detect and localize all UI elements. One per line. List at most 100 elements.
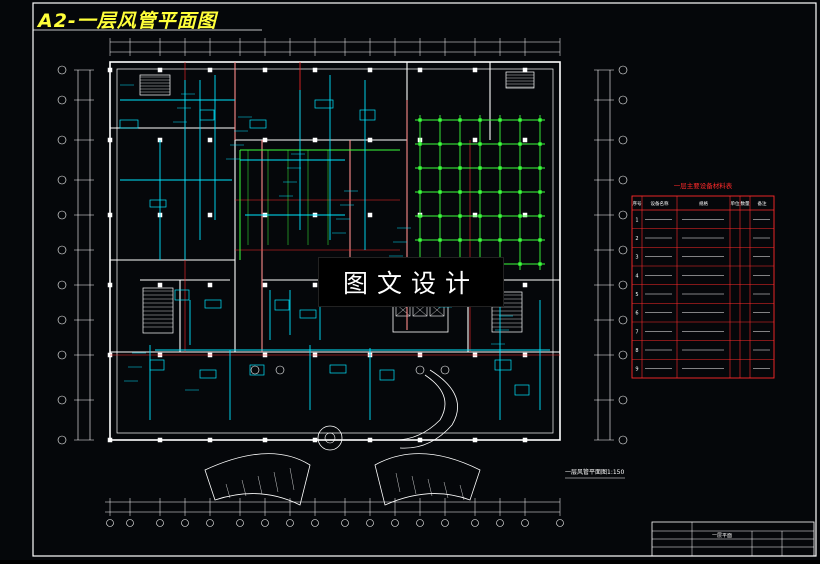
structural-column — [522, 137, 528, 143]
axis-bubble-right — [618, 95, 628, 105]
column-round — [440, 365, 450, 375]
diffuser — [538, 166, 542, 170]
diffuser — [498, 214, 502, 218]
structural-column — [312, 282, 318, 288]
structural-column — [107, 282, 113, 288]
table-row-number: 6 — [635, 311, 638, 317]
canopy-rib — [411, 475, 417, 495]
column-round — [275, 365, 285, 375]
structural-column — [472, 67, 478, 73]
stair-lower-right — [491, 291, 523, 333]
diffuser — [438, 214, 442, 218]
diffuser — [498, 238, 502, 242]
equipment-table-border — [631, 195, 775, 379]
fan-coil-unit — [174, 289, 190, 301]
table-header-cell: 数量 — [741, 200, 750, 207]
axis-bubble-left — [57, 280, 67, 290]
fan-coil-unit — [149, 359, 165, 371]
curved-stair-inner — [399, 369, 458, 449]
structural-column — [157, 437, 163, 443]
fan-coil-unit — [274, 299, 290, 311]
diffuser — [478, 118, 482, 122]
axis-bubble-bottom — [416, 519, 424, 527]
axis-bubble-bottom — [366, 519, 374, 527]
structural-column — [417, 67, 423, 73]
column-round — [415, 365, 425, 375]
fan-coil-unit — [119, 119, 139, 129]
diffuser — [418, 142, 422, 146]
curved-stair-outer — [394, 374, 446, 441]
fan-coil-unit — [249, 119, 267, 129]
diffuser — [498, 166, 502, 170]
entrance-canopy-left — [204, 453, 311, 506]
structural-column — [107, 67, 113, 73]
diffuser — [538, 262, 542, 266]
structural-column — [262, 282, 268, 288]
structural-column — [262, 137, 268, 143]
axis-bubble-bottom — [311, 519, 319, 527]
structural-column — [472, 437, 478, 443]
diffuser — [498, 118, 502, 122]
table-row-number: 9 — [635, 367, 638, 373]
canopy-rib — [459, 484, 465, 501]
fan-coil-unit — [329, 364, 347, 374]
axis-bubble-bottom — [181, 519, 189, 527]
table-row-number: 5 — [635, 292, 638, 298]
table-header-cell: 序号 — [633, 200, 642, 207]
diffuser — [538, 190, 542, 194]
axis-bubble-right — [618, 65, 628, 75]
diffuser — [518, 118, 522, 122]
diffuser — [478, 238, 482, 242]
diffuser — [418, 190, 422, 194]
axis-bubble-left — [57, 95, 67, 105]
structural-column — [157, 67, 163, 73]
diffuser — [538, 118, 542, 122]
diffuser — [458, 142, 462, 146]
diffuser — [418, 238, 422, 242]
canopy-rib — [289, 467, 295, 491]
axis-bubble-right — [618, 175, 628, 185]
diffuser — [518, 238, 522, 242]
fan-coil-unit — [199, 369, 217, 379]
axis-bubble-bottom — [441, 519, 449, 527]
column-round — [250, 365, 260, 375]
axis-bubble-bottom — [556, 519, 564, 527]
structural-column — [367, 137, 373, 143]
axis-bubble-bottom — [496, 519, 504, 527]
building-inner-wall — [116, 68, 554, 434]
revolving-door — [317, 425, 343, 451]
diffuser — [438, 118, 442, 122]
table-row-number: 8 — [635, 348, 638, 354]
axis-bubble-bottom — [206, 519, 214, 527]
canopy-rib — [241, 479, 247, 497]
table-header-cell: 规格 — [699, 200, 708, 207]
table-row-number: 7 — [635, 329, 638, 335]
fan-coil-unit — [149, 199, 167, 208]
fan-coil-unit — [199, 109, 215, 121]
axis-bubble-right — [618, 395, 628, 405]
structural-column — [522, 67, 528, 73]
diffuser — [438, 142, 442, 146]
axis-bubble-bottom — [156, 519, 164, 527]
axis-bubble-left — [57, 435, 67, 445]
axis-bubble-right — [618, 135, 628, 145]
structural-column — [367, 212, 373, 218]
diffuser — [458, 166, 462, 170]
canopy-rib — [225, 483, 231, 499]
structural-column — [207, 437, 213, 443]
axis-bubble-bottom — [341, 519, 349, 527]
structural-column — [262, 437, 268, 443]
diffuser — [458, 118, 462, 122]
canopy-rib — [395, 472, 401, 493]
structural-column — [207, 137, 213, 143]
axis-bubble-bottom — [286, 519, 294, 527]
fan-coil-unit — [514, 384, 530, 396]
axis-bubble-bottom — [106, 519, 114, 527]
structural-column — [262, 67, 268, 73]
building-outer-wall — [109, 61, 561, 441]
equipment-table-title: 一层主要设备材料表 — [674, 181, 733, 190]
diffuser — [418, 166, 422, 170]
table-row-number: 2 — [635, 236, 638, 242]
drawing-frame — [32, 2, 817, 557]
